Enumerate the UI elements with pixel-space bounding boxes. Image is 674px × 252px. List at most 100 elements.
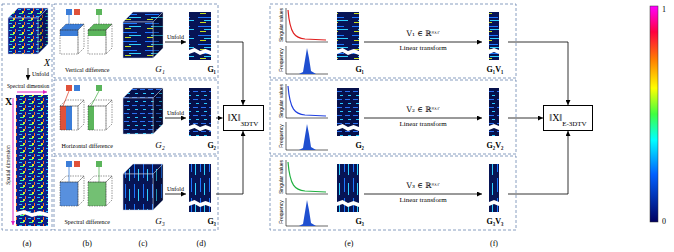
operator-label: Horizontal difference xyxy=(62,143,113,149)
matrix-break xyxy=(337,48,359,55)
axis-label: Spectral dimension xyxy=(7,83,49,89)
unfolded-matrix: G₂ xyxy=(334,86,364,150)
matrix-symbol: G₃ xyxy=(355,217,364,226)
axis-arrow xyxy=(13,98,14,225)
norm-subscript: E-3DTV xyxy=(562,120,587,128)
matrix-symbol: G₃V₃ xyxy=(482,217,508,226)
cube-outline xyxy=(88,100,112,106)
plot-axis-label: Frequency xyxy=(278,200,284,224)
cube-outline xyxy=(106,176,112,206)
dashed-panel xyxy=(270,80,516,154)
heat-matrix xyxy=(489,88,499,136)
edge-label: Linear transform xyxy=(399,44,448,52)
difference-cube xyxy=(60,24,84,54)
cube-outline xyxy=(88,182,106,206)
matrix-symbol: X xyxy=(5,96,12,107)
voxel-icon xyxy=(66,85,72,91)
colorbar xyxy=(650,6,658,222)
unfolded-matrix: X xyxy=(4,80,50,230)
cube-face xyxy=(123,174,153,210)
operator-label: Vertical difference xyxy=(65,67,109,73)
slab xyxy=(66,106,72,130)
colorbar-tick: 1 xyxy=(662,5,666,14)
flow-arrow xyxy=(165,42,186,43)
cube-outline xyxy=(78,176,84,206)
dashed-panel xyxy=(54,80,218,154)
plot-axes xyxy=(286,160,328,194)
slab xyxy=(60,24,84,30)
histogram xyxy=(299,200,316,226)
voxel-icon xyxy=(74,85,80,91)
slab xyxy=(88,30,106,36)
axis-label: Spatial dimension xyxy=(5,145,11,185)
dashed-panel xyxy=(2,4,52,230)
plot-axes xyxy=(286,122,328,150)
plot-axis-label: Frequency xyxy=(278,48,284,72)
heat-matrix xyxy=(189,88,211,136)
heat-matrix xyxy=(337,164,359,212)
norm-box: ‖X‖3DTV xyxy=(223,105,264,131)
transformed-matrix: G₃V₃ xyxy=(482,162,508,226)
plot-axis-label: Singular values xyxy=(278,84,284,118)
matrix-break xyxy=(489,200,499,206)
slab xyxy=(88,182,106,206)
cube-face xyxy=(123,98,153,134)
matrix-symbol: G₃ xyxy=(155,216,165,226)
cube-shade xyxy=(153,164,163,210)
icon-link xyxy=(69,167,70,182)
cube-face xyxy=(153,88,163,134)
cube-shade xyxy=(153,88,163,134)
matrix-break xyxy=(337,200,359,207)
matrix-break xyxy=(489,48,499,54)
axis-arrow xyxy=(17,92,47,93)
slab xyxy=(60,106,66,130)
voxel-icon xyxy=(74,161,80,167)
voxel-icon xyxy=(66,161,72,167)
transform-label: V₂ ∈ ℝˢˣʳ xyxy=(407,105,440,114)
flow-arrow xyxy=(508,42,568,105)
difference-cube xyxy=(88,24,112,54)
cube-outline xyxy=(60,106,78,130)
plot-axis-label: Singular values xyxy=(278,160,284,194)
unfolded-matrix: G₁ xyxy=(186,10,216,74)
cube-outline xyxy=(88,106,106,130)
difference-cube xyxy=(60,176,84,206)
tensor-cube: X xyxy=(6,6,50,68)
norm-symbol: ‖X‖ xyxy=(228,112,241,123)
voxel-icon xyxy=(74,9,80,15)
matrix-symbol: G₂V₂ xyxy=(482,141,508,150)
flow-arrow xyxy=(165,194,186,195)
gradient-cube xyxy=(123,88,163,134)
cube-outline xyxy=(88,24,112,30)
cube-outline xyxy=(106,24,112,54)
matrix-break xyxy=(489,124,499,130)
plot-axis-label: Frequency xyxy=(278,124,284,148)
heat-matrix xyxy=(489,164,499,212)
plot-axes xyxy=(286,198,328,226)
edge-label: Unfold xyxy=(166,186,185,192)
matrix-symbol: G₂ xyxy=(155,140,165,150)
plot-axes xyxy=(286,8,328,42)
flow-arrow xyxy=(216,42,243,105)
transform-label: V₁ ∈ ℝˢˣʳ xyxy=(407,29,440,38)
dashed-panel xyxy=(270,4,516,78)
edge-label: Linear transform xyxy=(399,196,448,204)
edge-label: Linear transform xyxy=(399,120,448,128)
cube-face xyxy=(8,18,38,54)
dashed-panel xyxy=(54,4,218,78)
heat-matrix xyxy=(189,12,211,60)
voxel-icon xyxy=(96,9,102,15)
panel-letter: (a) xyxy=(23,239,32,248)
difference-cube xyxy=(88,176,112,206)
icon-link xyxy=(63,91,69,106)
hsi-cube xyxy=(8,8,48,54)
voxel-icon xyxy=(96,161,102,167)
slab xyxy=(88,106,94,130)
matrix-break xyxy=(337,124,359,131)
edge-label: Unfold xyxy=(166,34,185,40)
singular-curve xyxy=(288,86,326,116)
norm-box: ‖X‖E-3DTV xyxy=(543,105,593,131)
cube-face xyxy=(153,164,163,210)
cube-outline xyxy=(78,100,84,130)
